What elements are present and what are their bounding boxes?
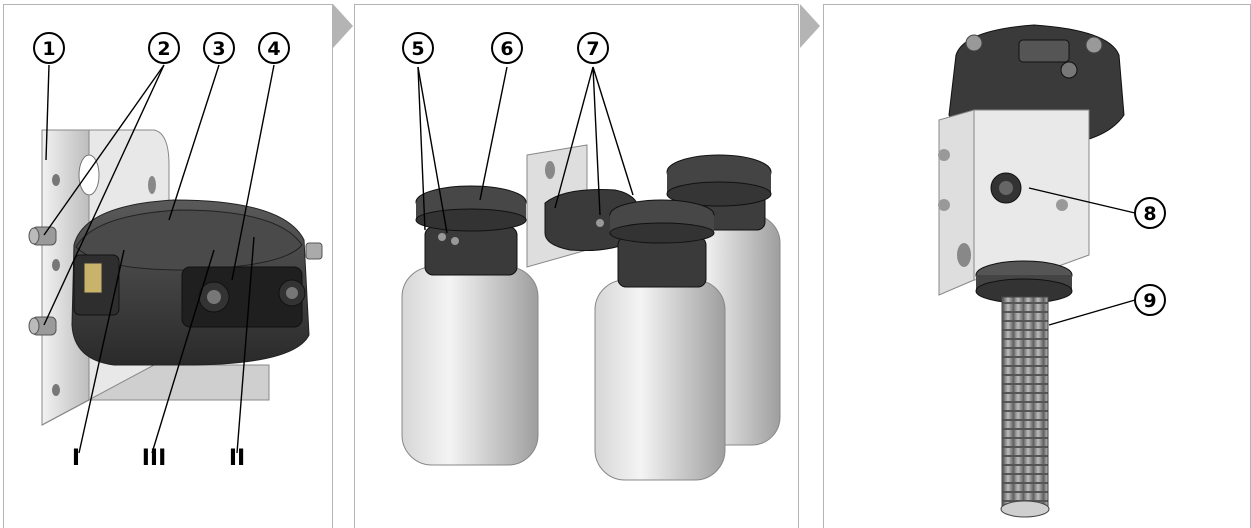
step-arrow	[800, 4, 820, 48]
hose-connector	[991, 173, 1021, 203]
roman-label-I: I	[72, 446, 80, 471]
svg-text:4: 4	[267, 38, 280, 60]
svg-text:1: 1	[42, 38, 55, 60]
roman-label-III: III	[142, 446, 167, 471]
hose-illustration: 8 9	[824, 5, 1251, 528]
callout-2: 2	[149, 33, 179, 63]
callout-7: 7	[578, 33, 608, 63]
bottles-illustration: 5 6 7	[355, 5, 799, 528]
svg-text:8: 8	[1143, 203, 1156, 225]
device-housing	[72, 200, 322, 365]
callout-5: 5	[403, 33, 433, 63]
svg-text:3: 3	[212, 38, 225, 60]
svg-text:9: 9	[1143, 290, 1156, 312]
callout-6: 6	[492, 33, 522, 63]
bracket-illustration: 1 2 3 4 I III II	[4, 5, 333, 528]
step-arrow	[333, 4, 353, 48]
callout-9: 9	[1135, 285, 1165, 315]
svg-text:5: 5	[411, 38, 424, 60]
panel-hose: 8 9	[823, 4, 1251, 528]
panel-bracket-mounting: 1 2 3 4 I III II	[3, 4, 333, 528]
svg-text:7: 7	[586, 38, 599, 60]
svg-text:6: 6	[500, 38, 513, 60]
callout-1: 1	[34, 33, 64, 63]
callout-4: 4	[259, 33, 289, 63]
svg-text:2: 2	[157, 38, 170, 60]
roman-label-II: II	[229, 446, 245, 471]
bottle-left	[402, 186, 538, 465]
corrugated-hose	[1002, 297, 1048, 507]
callout-8: 8	[1135, 198, 1165, 228]
panel-bottles: 5 6 7	[354, 4, 799, 528]
callout-3: 3	[204, 33, 234, 63]
